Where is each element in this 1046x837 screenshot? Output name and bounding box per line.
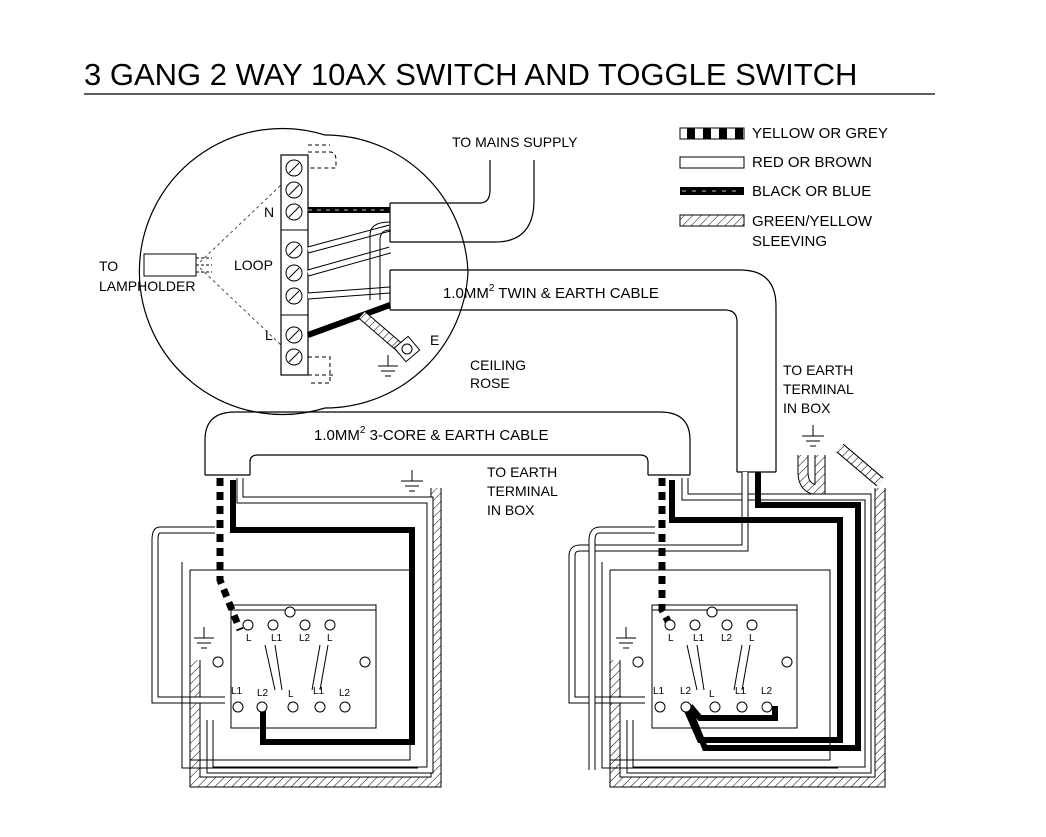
label-to-mains-supply: TO MAINS SUPPLY <box>452 134 578 150</box>
right-terminal-bot-L2: L2 <box>680 686 692 697</box>
mains-supply-cable <box>389 160 535 243</box>
left-terminal-top-L-2: L <box>327 633 333 644</box>
legend-label-yellow-grey: YELLOW OR GREY <box>752 125 888 142</box>
label-ceiling-rose-1: CEILING <box>470 357 526 373</box>
earth-symbol-rose <box>378 355 398 377</box>
left-terminal-top-L2: L2 <box>299 633 311 644</box>
legend: YELLOW OR GREY RED OR BROWN BLACK OR BLU… <box>679 125 888 250</box>
earth-symbol-mid <box>401 470 423 492</box>
right-terminal-top-L-2: L <box>749 633 755 644</box>
left-terminal-bot-L2: L2 <box>257 688 269 699</box>
legend-label-black-blue: BLACK OR BLUE <box>752 183 871 200</box>
three-core-earth-cable <box>204 411 691 476</box>
label-earth-box-right-1: TO EARTH <box>783 362 853 378</box>
diagram-title: 3 GANG 2 WAY 10AX SWITCH AND TOGGLE SWIT… <box>84 57 857 92</box>
earth-symbol-right <box>802 425 824 447</box>
label-three-core-cable: 1.0MM2 3-CORE & EARTH CABLE <box>314 425 549 444</box>
right-terminal-top-L2: L2 <box>721 633 733 644</box>
legend-label-earth-1: GREEN/YELLOW <box>752 213 873 230</box>
label-earth-terminal: E <box>430 332 439 348</box>
label-twin-cable: 1.0MM2 TWIN & EARTH CABLE <box>443 283 659 302</box>
legend-black-blue-swatch <box>680 187 744 195</box>
label-neutral: N <box>264 204 274 220</box>
label-loop: LOOP <box>234 257 273 273</box>
right-terminal-bot-L1: L1 <box>653 686 665 697</box>
label-to-lampholder-2: LAMPHOLDER <box>99 278 195 294</box>
label-earth-box-right-3: IN BOX <box>783 400 831 416</box>
right-terminal-top-L1: L1 <box>693 633 705 644</box>
left-terminal-top-L1: L1 <box>271 633 283 644</box>
label-earth-box-mid-3: IN BOX <box>487 502 535 518</box>
left-terminal-bot-L: L <box>288 689 294 700</box>
right-terminal-bot-L1-2: L1 <box>735 686 747 697</box>
right-terminal-bot-L: L <box>709 689 715 700</box>
right-switch-box <box>568 443 886 788</box>
label-live: L <box>265 327 273 343</box>
label-earth-box-mid-2: TERMINAL <box>487 483 558 499</box>
left-terminal-top-L: L <box>246 633 252 644</box>
legend-red-brown-swatch <box>679 156 745 169</box>
legend-label-earth-2: SLEEVING <box>752 233 827 250</box>
left-terminal-bot-L1: L1 <box>231 686 243 697</box>
left-terminal-bot-L1-2: L1 <box>313 686 325 697</box>
label-earth-box-right-2: TERMINAL <box>783 381 854 397</box>
right-terminal-top-L: L <box>668 633 674 644</box>
label-to-lampholder-1: TO <box>99 258 118 274</box>
legend-yellow-grey-swatch <box>679 127 745 140</box>
left-terminal-bot-L2-2: L2 <box>339 688 351 699</box>
label-ceiling-rose-2: ROSE <box>470 375 510 391</box>
left-switch-box <box>151 478 442 788</box>
ceiling-rose <box>138 127 469 416</box>
right-terminal-bot-L2-2: L2 <box>761 686 773 697</box>
legend-earth-swatch <box>679 214 745 227</box>
legend-label-red-brown: RED OR BROWN <box>752 154 872 171</box>
label-earth-box-mid-1: TO EARTH <box>487 464 557 480</box>
